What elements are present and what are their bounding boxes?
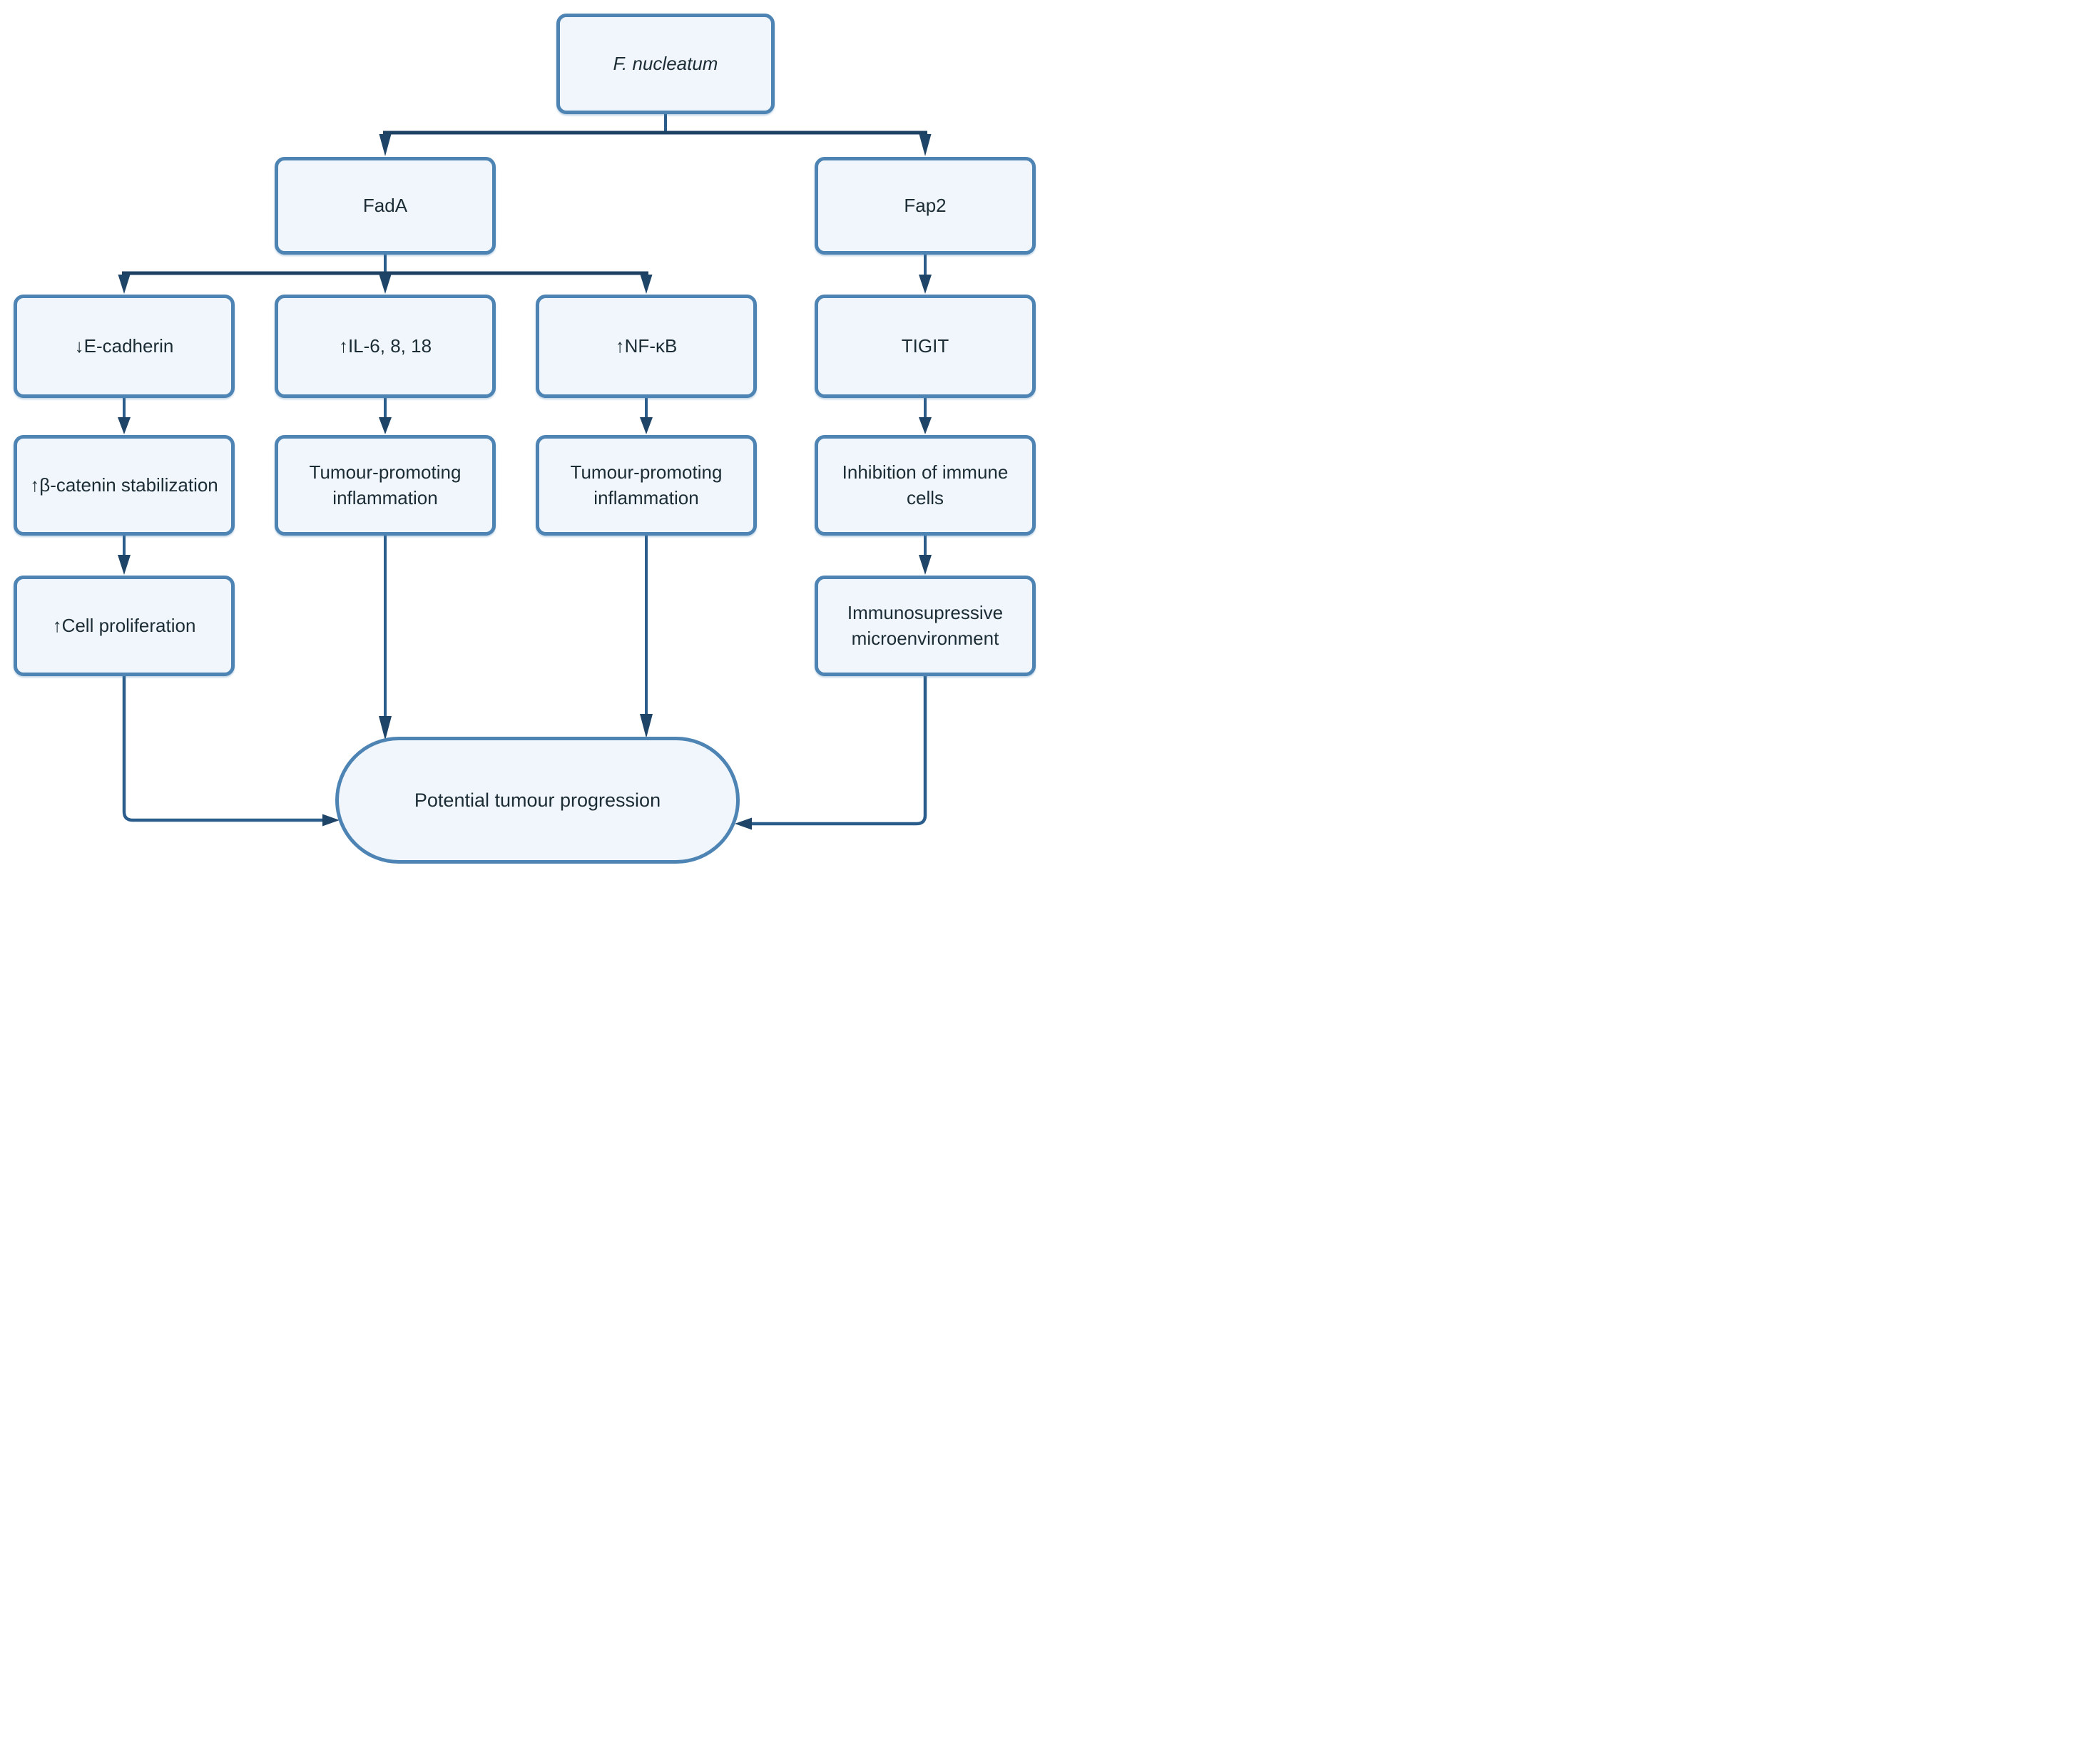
node-b-catenin-stabilization: ↑β-catenin stabilization [14,435,235,536]
connector-layer [118,114,932,830]
connector-tpi-left-outcome [379,536,392,740]
connector-line [122,676,322,822]
connector-fnucleatum-fork [379,114,932,156]
flowchart-canvas: F. nucleatum FadA Fap2 ↓E-cadherin ↑IL-6… [0,0,1050,872]
arrowhead-down-icon [919,275,932,294]
arrowhead-down-icon [118,417,131,434]
node-cell-proliferation: ↑Cell proliferation [14,576,235,676]
connector-nfkb-tpi [640,398,653,434]
node-e-cadherin: ↓E-cadherin [14,295,235,398]
connector-bcatenin-cellproliferation [118,536,131,575]
arrowhead-down-icon [919,134,932,156]
node-immunosupressive-microenvironment: Immunosupressive microenvironment [815,576,1036,676]
node-inhibition-of-immune-cells: Inhibition of immune cells [815,435,1036,536]
connector-line [752,676,927,826]
arrowhead-down-icon [919,555,932,575]
arrowhead-down-icon [379,417,392,434]
arrowhead-down-icon [640,275,653,294]
connector-tpi-right-outcome [640,536,653,738]
connector-tigit-inhibition [919,398,932,434]
connector-fap2-tigit [919,255,932,294]
connector-ecadherin-bcatenin [118,398,131,434]
arrowhead-down-icon [919,417,932,434]
arrowhead-right-icon [322,814,340,827]
node-f-nucleatum: F. nucleatum [556,14,775,114]
node-tigit: TIGIT [815,295,1036,398]
arrowhead-down-icon [379,134,392,156]
node-nf-kb: ↑NF-κB [536,295,757,398]
arrowhead-down-icon [379,716,392,740]
arrowhead-down-icon [379,275,392,294]
arrowhead-down-icon [118,275,131,294]
arrowhead-left-icon [735,817,752,830]
connector-immunosupressive-outcome [735,676,927,830]
arrowhead-down-icon [118,555,131,575]
connector-il-tpi [379,398,392,434]
connector-fada-fork [118,255,653,294]
node-tumour-promoting-inflammation-right: Tumour-promoting inflammation [536,435,757,536]
arrowhead-down-icon [640,417,653,434]
connector-cellproliferation-outcome [122,676,340,827]
node-tumour-promoting-inflammation-left: Tumour-promoting inflammation [275,435,496,536]
node-potential-tumour-progression: Potential tumour progression [335,737,740,864]
node-il-6-8-18: ↑IL-6, 8, 18 [275,295,496,398]
node-fada: FadA [275,157,496,255]
arrowhead-down-icon [640,714,653,738]
node-fap2: Fap2 [815,157,1036,255]
connector-inhibition-immunosupressive [919,536,932,575]
